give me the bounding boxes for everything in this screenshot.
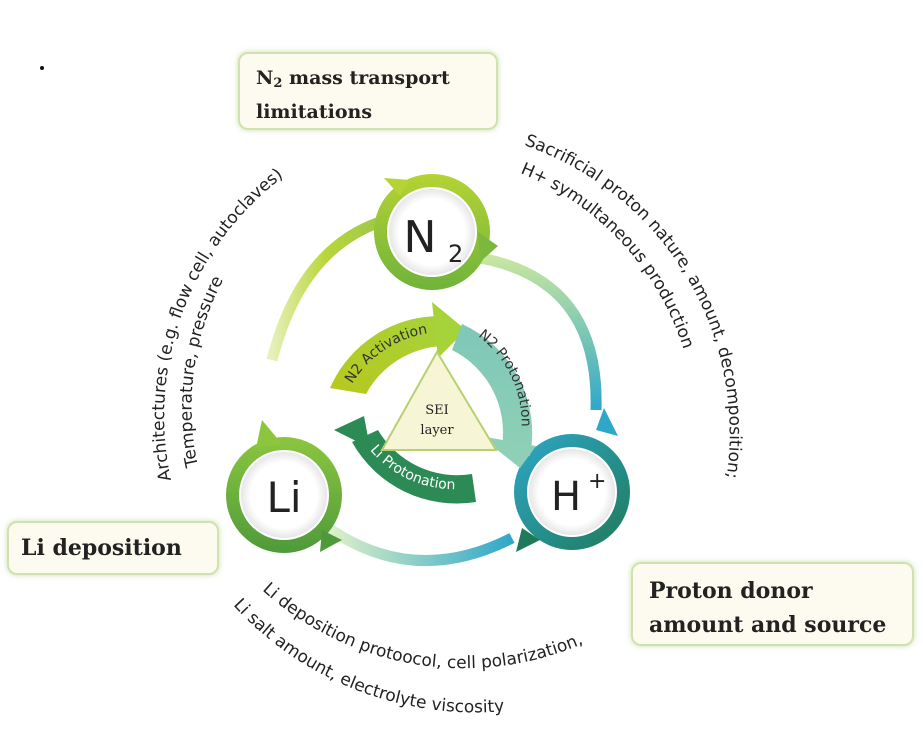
h-node: H + (514, 408, 630, 552)
n2-node-label: N (404, 212, 437, 263)
n2-transport-subscript: 2 (273, 76, 283, 91)
n2-transport-box-line2: limitations (256, 101, 373, 123)
arc-n2-to-h (479, 252, 602, 411)
h-node-superscript: + (588, 469, 606, 494)
li-node: Li (226, 420, 342, 553)
arc-li-to-n2 (266, 216, 382, 362)
n2-node-subscript: 2 (448, 240, 463, 268)
n2-transport-box-line1: N2 mass transport (256, 67, 450, 91)
h-node-label: H (551, 474, 581, 520)
proton-donor-box: Proton donor amount and source (631, 562, 914, 646)
n2-transport-box: N2 mass transport limitations (238, 52, 498, 130)
li-deposition-label: Li deposition (21, 535, 182, 561)
n2-node: N 2 (374, 174, 498, 290)
n2-transport-text: mass transport (289, 67, 450, 89)
sei-triangle: SEI layer (380, 350, 498, 451)
sei-label-line1: SEI (425, 403, 449, 418)
li-node-label: Li (266, 473, 301, 522)
proton-donor-line2: amount and source (649, 612, 887, 638)
arc-h-to-li (316, 517, 515, 566)
sei-label-line2: layer (420, 423, 454, 438)
stray-dot (40, 66, 44, 70)
proton-donor-line1: Proton donor (649, 578, 813, 604)
li-deposition-box: Li deposition (7, 521, 219, 575)
